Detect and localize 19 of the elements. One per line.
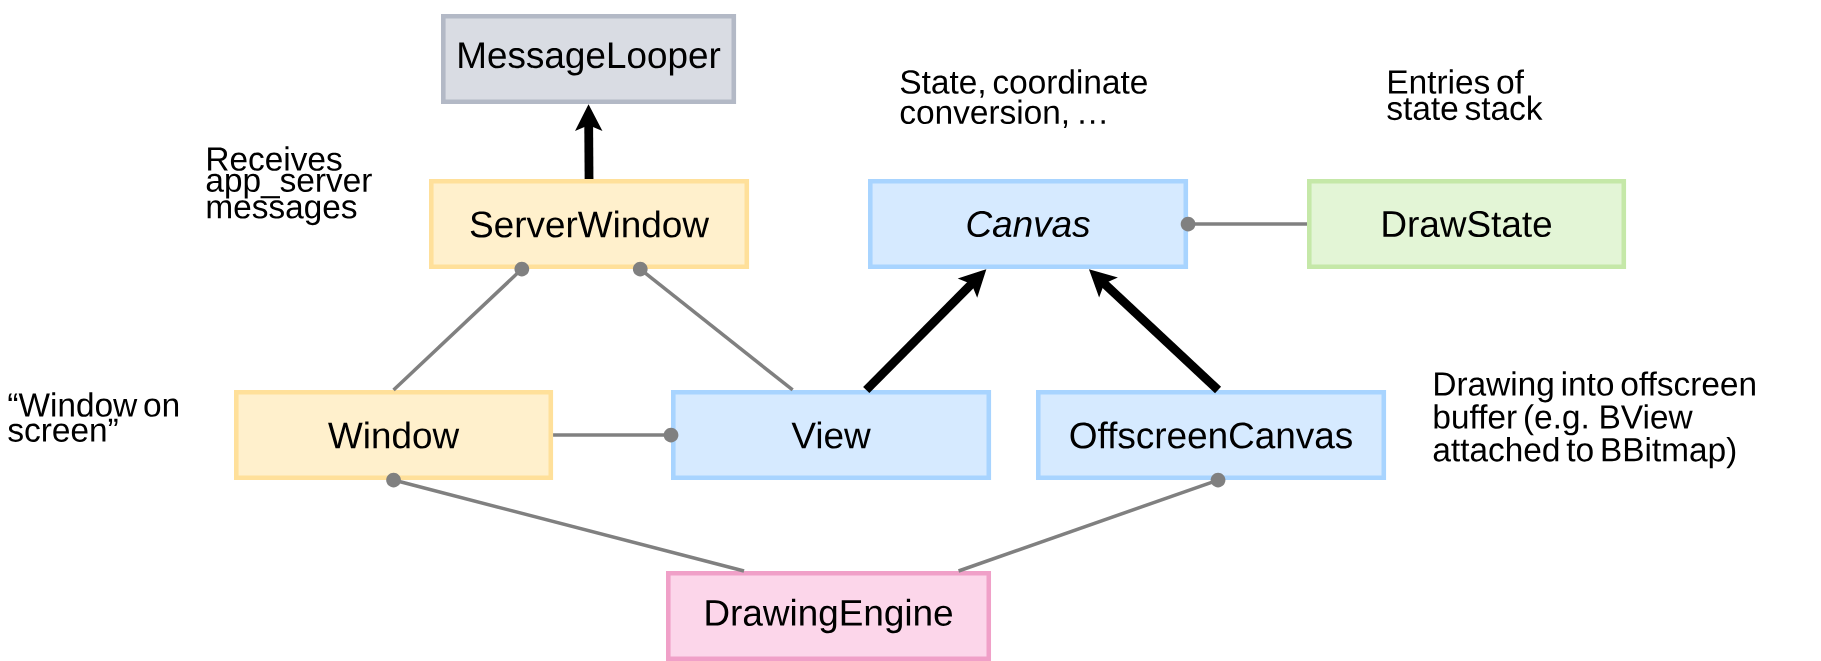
annotation-text: Drawing into offscreen buffer (e.g. BView attached to BBitmap) <box>1433 371 1755 469</box>
class-box: View <box>671 390 992 481</box>
class-box: Window <box>234 390 554 481</box>
class-box: MessageLooper <box>441 14 737 105</box>
class-box: ServerWindow <box>429 179 750 270</box>
annotation-text: “Window on screen” <box>8 392 178 442</box>
class-box: OffscreenCanvas <box>1036 390 1387 481</box>
class-box: DrawingEngine <box>666 571 992 661</box>
connector <box>392 261 530 392</box>
connector <box>386 472 745 573</box>
annotation-text: Entries of state stack <box>1387 69 1543 121</box>
connector <box>632 261 794 392</box>
connector <box>958 472 1226 573</box>
annotation-text: State, coordinate conversion, … <box>900 69 1147 129</box>
connector <box>553 427 679 443</box>
class-box: Canvas <box>868 179 1189 270</box>
class-box: DrawState <box>1307 179 1627 270</box>
connector <box>1180 216 1307 232</box>
annotation-text: Receives app_server messages <box>206 146 372 226</box>
